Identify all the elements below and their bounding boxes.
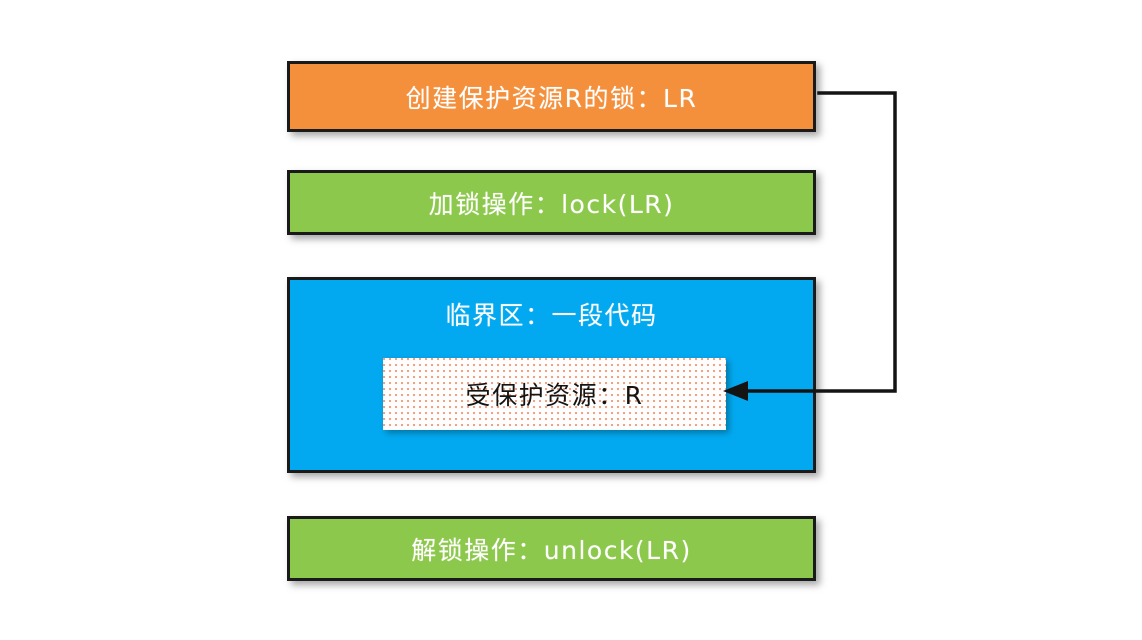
box-critical-section[interactable]: 临界区：一段代码 受保护资源：R (287, 277, 816, 473)
box-lock-operation[interactable]: 加锁操作：lock(LR) (287, 170, 816, 235)
box-critical-section-label: 临界区：一段代码 (445, 301, 658, 330)
box-protected-resource-label: 受保护资源：R (465, 381, 644, 410)
box-critical-section-title: 临界区：一段代码 (290, 296, 813, 332)
box-protected-resource[interactable]: 受保护资源：R (383, 358, 726, 430)
box-create-lock[interactable]: 创建保护资源R的锁：LR (287, 61, 816, 132)
box-create-lock-label: 创建保护资源R的锁：LR (405, 83, 698, 113)
box-lock-operation-label: 加锁操作：lock(LR) (428, 189, 675, 219)
box-unlock-operation[interactable]: 解锁操作：unlock(LR) (287, 516, 816, 581)
box-unlock-operation-label: 解锁操作：unlock(LR) (411, 535, 692, 565)
